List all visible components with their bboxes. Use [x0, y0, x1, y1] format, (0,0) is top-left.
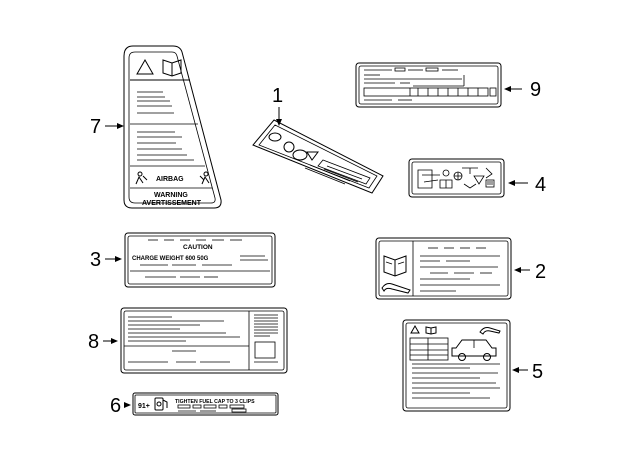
manual-book-icon	[162, 59, 182, 77]
callout-8: 8	[88, 331, 118, 353]
warning-triangle-icon-5	[410, 324, 420, 334]
fuel-cap-label[interactable]: 91+ TIGHTEN FUEL CAP TO 3 CLIPS	[132, 392, 279, 416]
callout-3: 3	[90, 249, 122, 271]
callout-5: 5	[512, 361, 543, 383]
wrench-tool-icon	[381, 283, 411, 294]
label-4-diagram-icons	[417, 167, 495, 189]
callout-1: 1	[272, 85, 283, 126]
callout-number-1: 1	[272, 85, 283, 107]
wrench-icon-5	[479, 327, 501, 335]
callout-number-9: 9	[530, 79, 541, 101]
airbag-seat-icon-right	[199, 171, 210, 185]
avertissement-text: AVERTISSEMENT	[142, 200, 202, 207]
arrow-head-7	[117, 123, 124, 129]
fuel-cap-instruction-text: TIGHTEN FUEL CAP TO 3 CLIPS	[175, 399, 255, 405]
fuel-pump-icon	[154, 397, 168, 411]
charge-weight-text: CHARGE WEIGHT 600 50G	[132, 256, 209, 262]
callout-2: 2	[514, 261, 546, 283]
airbag-warning-label[interactable]: AIRBAG WARNING AVERTISSEMENT	[123, 45, 222, 209]
car-icon	[451, 339, 497, 361]
caution-text: CAUTION	[183, 244, 213, 251]
book-icon-5	[425, 326, 437, 335]
octane-rating-text: 91+	[138, 403, 150, 410]
callout-number-2: 2	[535, 261, 546, 283]
label-4[interactable]	[408, 158, 505, 198]
callout-number-6: 6	[110, 395, 121, 417]
callout-number-8: 8	[88, 331, 99, 353]
callout-6: 6	[110, 395, 131, 417]
caution-charge-weight-label[interactable]: CAUTION CHARGE WEIGHT 600 50G	[124, 232, 276, 288]
callout-number-4: 4	[535, 174, 546, 196]
label-9[interactable]	[355, 62, 502, 108]
manual-book-icon-2	[383, 255, 407, 277]
callout-9: 9	[504, 79, 541, 101]
callout-4: 4	[508, 174, 546, 196]
callout-7: 7	[90, 116, 124, 138]
label-5[interactable]	[402, 319, 511, 412]
callout-number-3: 3	[90, 249, 101, 271]
sticker-icons	[268, 132, 319, 161]
callout-number-7: 7	[90, 116, 101, 138]
warning-text: WARNING	[154, 192, 188, 199]
warning-triangle-icon	[136, 58, 154, 75]
callout-number-5: 5	[532, 361, 543, 383]
label-2[interactable]	[375, 237, 512, 300]
sticker-label-1[interactable]	[252, 119, 384, 194]
airbag-text: AIRBAG	[156, 176, 184, 183]
label-8[interactable]	[120, 307, 288, 374]
airbag-seat-icon-left	[135, 171, 148, 185]
